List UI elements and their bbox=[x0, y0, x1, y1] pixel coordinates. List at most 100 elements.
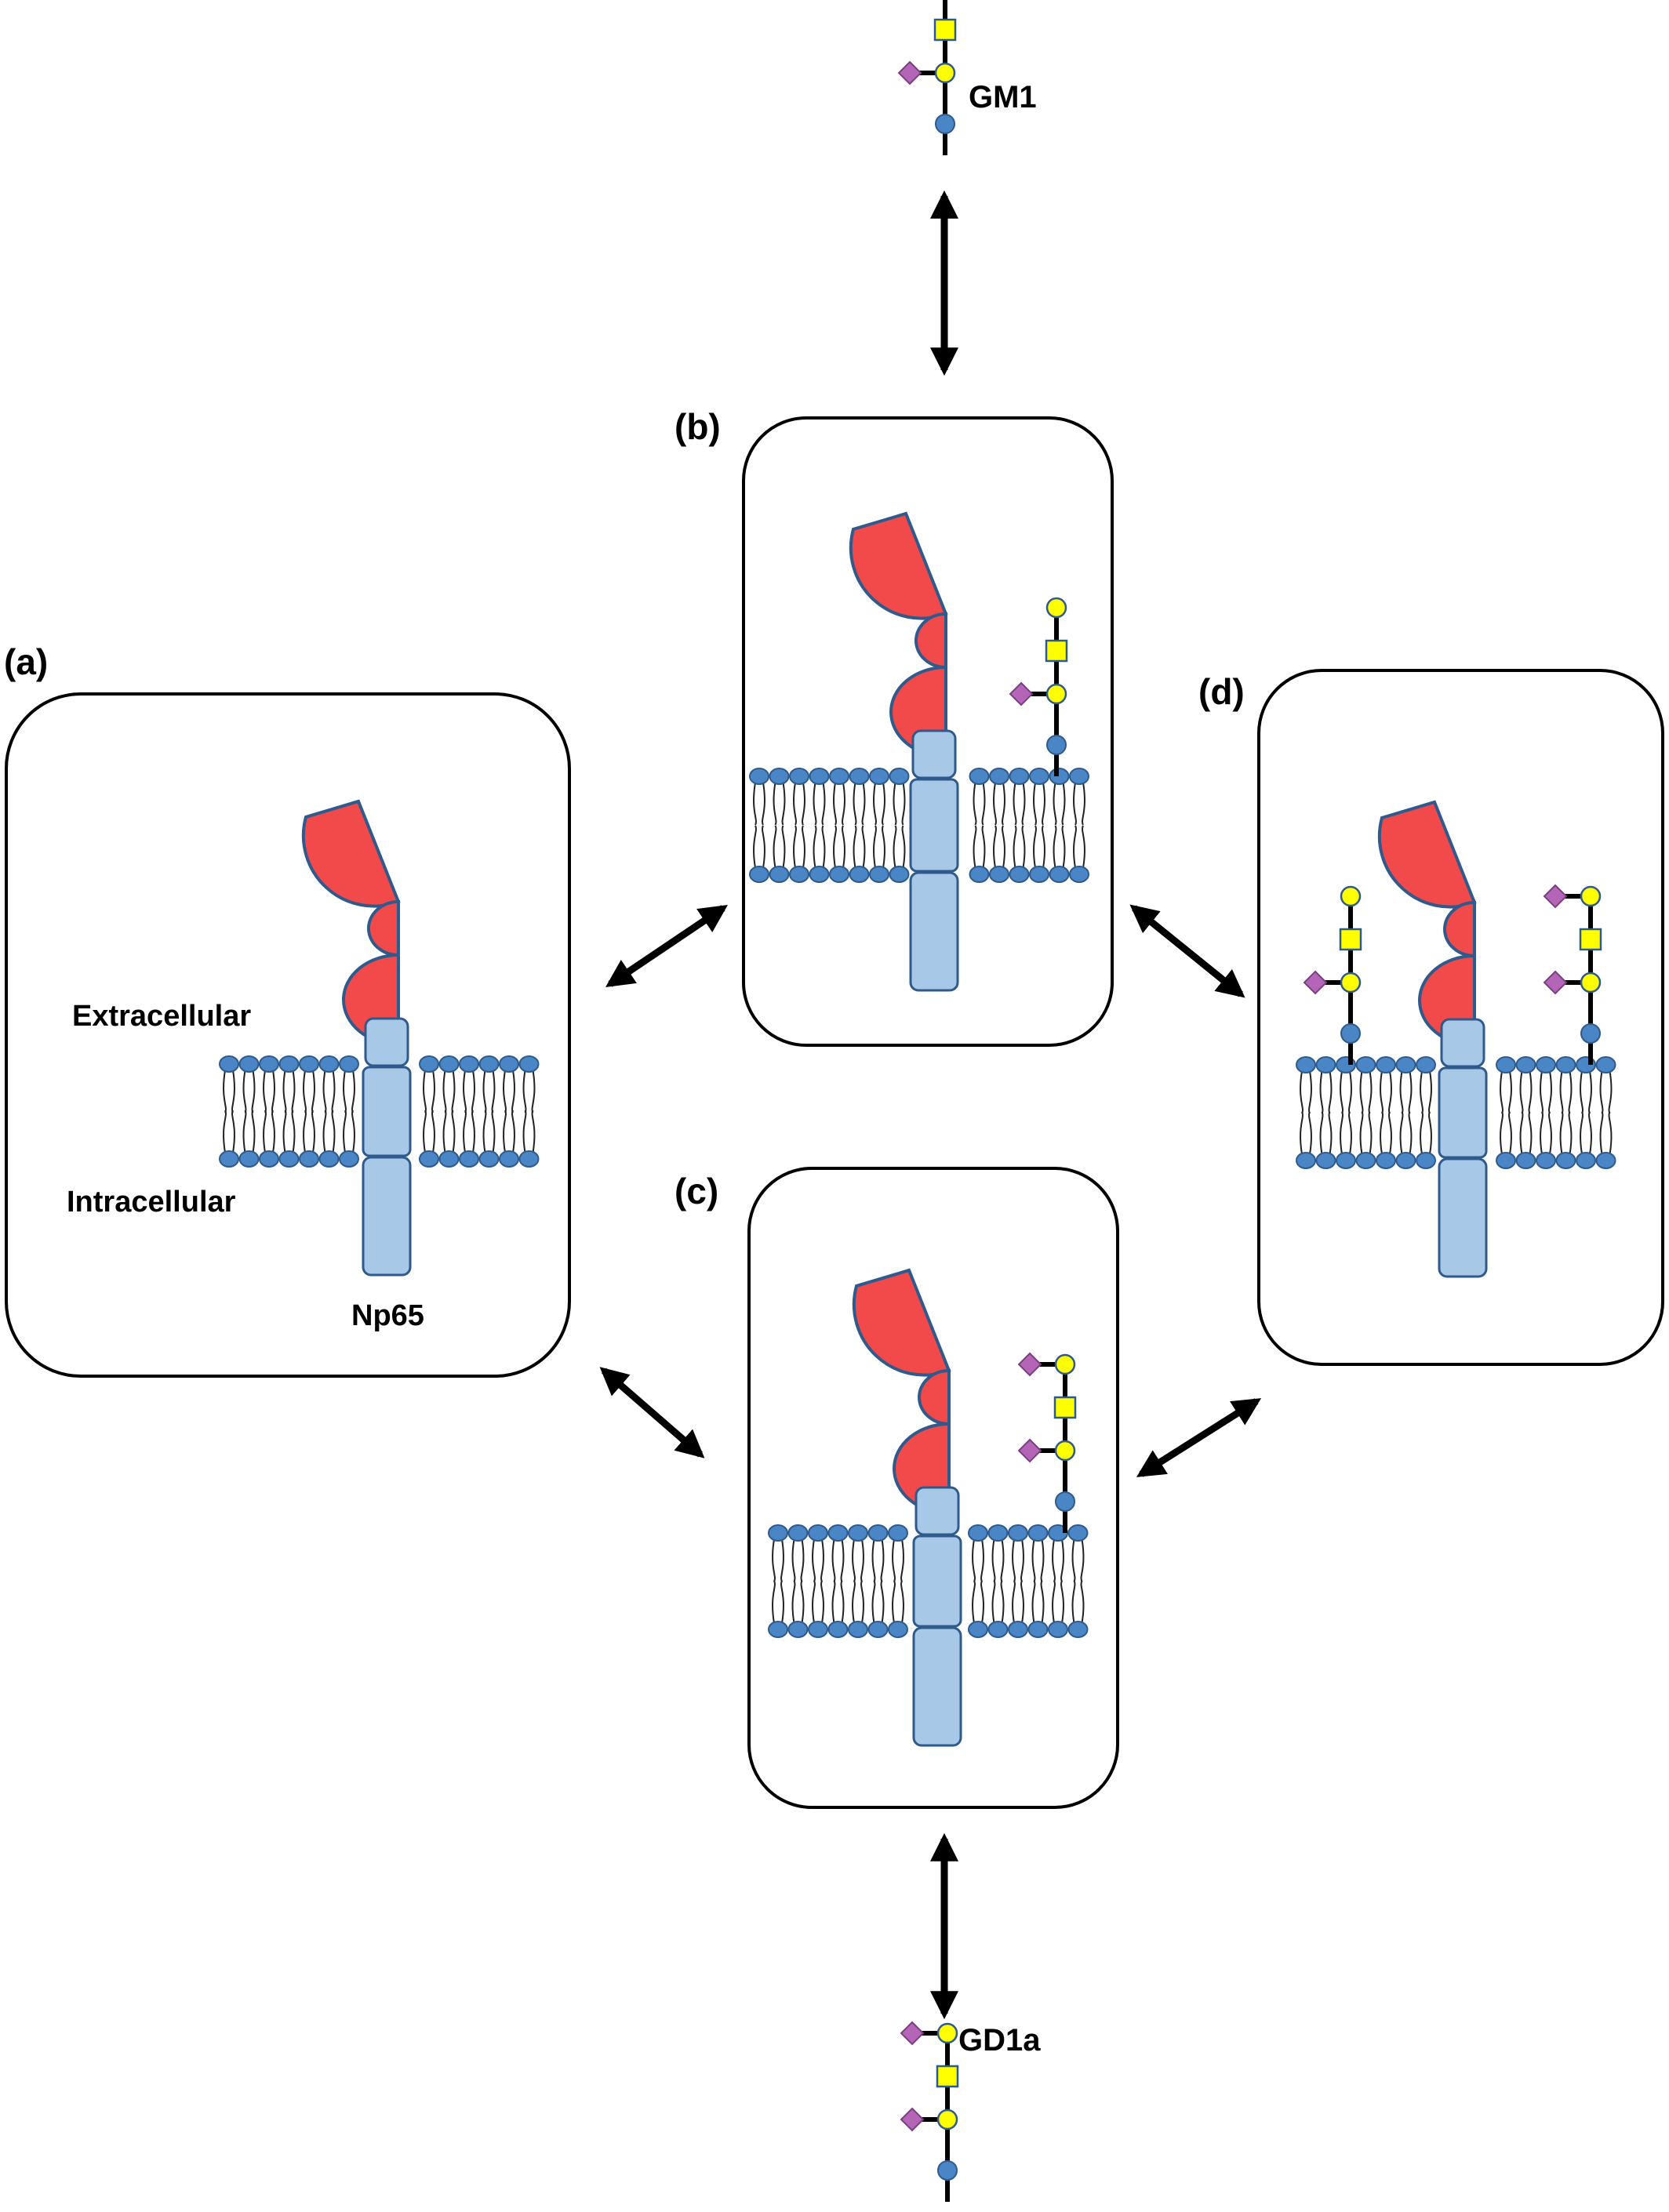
lipid-head-inner bbox=[1355, 1152, 1376, 1169]
transmembrane-segment bbox=[362, 1066, 412, 1157]
lipid-head-outer bbox=[459, 1055, 479, 1073]
sialic-acid-diamond-icon bbox=[1017, 1438, 1042, 1463]
gd1a-glycan-d bbox=[1543, 884, 1602, 1065]
arrow-c-d bbox=[1136, 1398, 1262, 1477]
lipid-tail bbox=[1540, 1111, 1544, 1155]
lipid-tail bbox=[531, 1110, 536, 1153]
lipid-tail bbox=[781, 782, 786, 826]
lipid-head-inner bbox=[299, 1150, 319, 1168]
lipid-tail bbox=[1042, 825, 1045, 869]
lipid-head-inner bbox=[339, 1150, 359, 1168]
lipid-head-outer bbox=[1555, 1056, 1576, 1073]
sialic-acid-diamond-icon bbox=[1017, 1352, 1042, 1377]
lipid-head-inner bbox=[459, 1150, 479, 1168]
gd1a-free-glycan bbox=[900, 2021, 959, 2202]
lipid-head-inner bbox=[768, 1621, 788, 1638]
lipid-head-outer bbox=[419, 1055, 439, 1073]
lipid-head-inner bbox=[867, 1621, 889, 1638]
np65-label: Np65 bbox=[351, 1299, 424, 1332]
sialic-acid-diamond-icon bbox=[1543, 884, 1568, 909]
lipid-head-inner bbox=[849, 866, 870, 883]
membrane-d bbox=[1296, 1056, 1616, 1169]
lipid-tail bbox=[1073, 782, 1077, 826]
lipid-tail bbox=[223, 1110, 227, 1153]
lipid-tail bbox=[852, 1538, 856, 1582]
ig-domain-2 bbox=[914, 612, 947, 670]
lipid-tail bbox=[511, 1110, 515, 1153]
lipid-tail bbox=[901, 782, 906, 826]
galnac-square-icon bbox=[936, 2065, 959, 2088]
lipid-head-inner bbox=[1496, 1152, 1516, 1169]
lipid-head-outer bbox=[1009, 768, 1030, 785]
galnac-square-icon bbox=[1045, 639, 1068, 663]
lipid-tail bbox=[331, 1110, 336, 1153]
lipid-head-inner bbox=[787, 1621, 809, 1638]
lipid-head-outer bbox=[1395, 1056, 1416, 1073]
lipid-tail bbox=[1082, 782, 1085, 826]
lipid-head-inner bbox=[1416, 1152, 1436, 1169]
galnac-square-icon bbox=[1053, 1396, 1077, 1419]
lipid-head-outer bbox=[768, 1524, 788, 1542]
lipid-head-outer bbox=[848, 1524, 868, 1542]
cytoplasmic-segment bbox=[1438, 1157, 1488, 1278]
lipid-tail bbox=[522, 1110, 527, 1153]
lipid-tail bbox=[880, 1580, 885, 1624]
galactose-circle-icon bbox=[1045, 683, 1067, 705]
lipid-tail bbox=[873, 782, 877, 826]
lipid-head-outer bbox=[1416, 1056, 1436, 1073]
lipid-head-inner bbox=[968, 1621, 988, 1638]
lipid-tail bbox=[263, 1110, 267, 1153]
lipid-tail bbox=[791, 1580, 796, 1624]
lipid-tail bbox=[1060, 1538, 1064, 1582]
ig-domain-2 bbox=[1443, 900, 1476, 958]
lipid-tail bbox=[871, 1580, 876, 1624]
lipid-tail bbox=[1368, 1111, 1373, 1155]
lipid-tail bbox=[451, 1110, 456, 1153]
lipid-head-inner bbox=[1029, 866, 1049, 883]
lipid-tail bbox=[1580, 1111, 1584, 1155]
lipid-tail bbox=[1021, 782, 1026, 826]
lipid-tail bbox=[1548, 1111, 1552, 1155]
lipid-head-inner bbox=[808, 1621, 828, 1638]
lipid-tail bbox=[773, 825, 777, 869]
lipid-tail bbox=[820, 1580, 824, 1624]
membrane-b bbox=[749, 768, 1089, 883]
lipid-tail bbox=[802, 825, 805, 869]
lipid-tail bbox=[1033, 782, 1037, 826]
lipid-tail bbox=[842, 825, 845, 869]
lipid-tail bbox=[853, 825, 857, 869]
lipid-head-inner bbox=[848, 1621, 868, 1638]
lipid-tail bbox=[900, 1538, 904, 1582]
lipid-head-outer bbox=[1008, 1524, 1028, 1542]
lipid-head-inner bbox=[238, 1150, 260, 1168]
lipid-head-outer bbox=[1536, 1056, 1556, 1073]
lipid-tail bbox=[753, 825, 757, 869]
lipid-tail bbox=[1020, 1538, 1024, 1582]
lipid-head-outer bbox=[1027, 1524, 1049, 1542]
lipid-tail bbox=[772, 1538, 776, 1582]
lipid-tail bbox=[1040, 1538, 1045, 1582]
lipid-tail bbox=[242, 1110, 247, 1153]
np65-protein-b bbox=[849, 511, 959, 992]
arrow-a-c bbox=[599, 1367, 705, 1458]
lipid-tail bbox=[1388, 1111, 1392, 1155]
lipid-head-outer bbox=[1069, 768, 1089, 785]
lipid-tail bbox=[972, 1580, 976, 1624]
lipid-head-outer bbox=[499, 1055, 519, 1073]
lipid-tail bbox=[1568, 1111, 1573, 1155]
lipid-head-outer bbox=[769, 768, 790, 785]
lipid-tail bbox=[1002, 782, 1005, 826]
lipid-tail bbox=[423, 1110, 427, 1153]
panel-c-label: (c) bbox=[675, 1171, 718, 1211]
glucose-circle-icon bbox=[1580, 1023, 1601, 1044]
lipid-head-inner bbox=[1336, 1152, 1356, 1169]
lipid-tail bbox=[993, 825, 997, 869]
lipid-tail bbox=[1608, 1111, 1613, 1155]
lipid-tail bbox=[482, 1110, 487, 1153]
lipid-tail bbox=[812, 1538, 816, 1582]
lipid-tail bbox=[351, 1110, 355, 1153]
galactose-circle-icon bbox=[936, 2108, 958, 2130]
galnac-square-icon bbox=[1339, 928, 1362, 951]
lipid-tail bbox=[860, 1538, 864, 1582]
lipid-head-inner bbox=[1027, 1621, 1049, 1638]
